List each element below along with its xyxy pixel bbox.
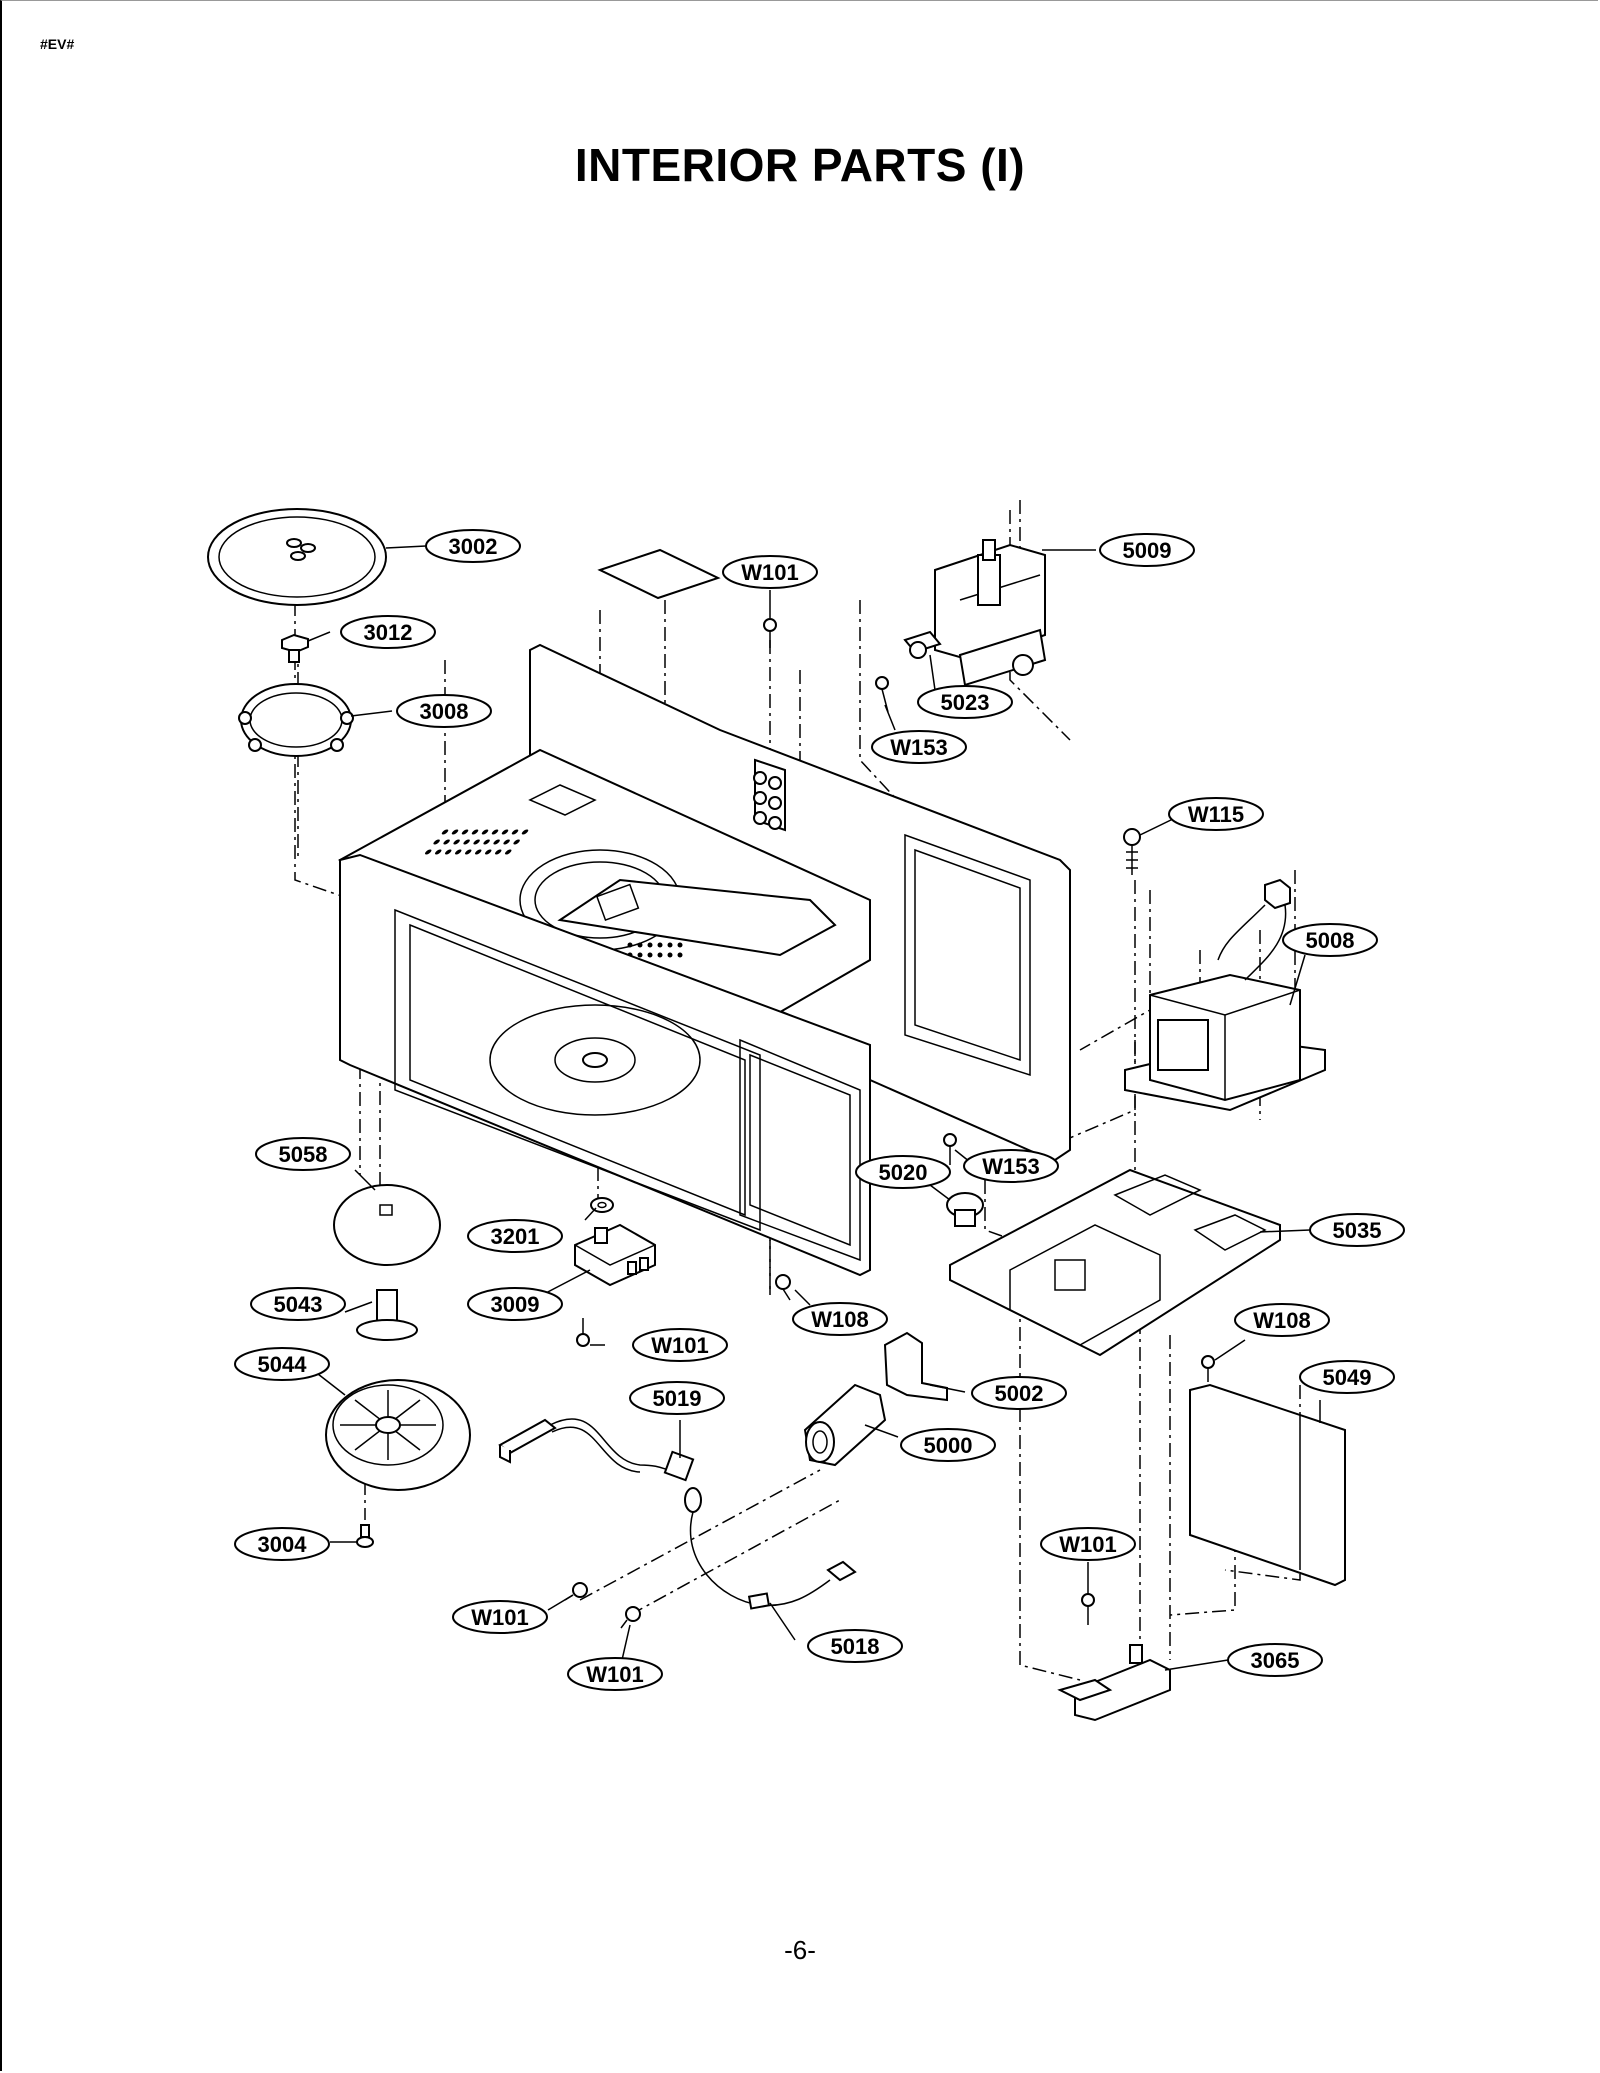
callout-3201: 3201 bbox=[467, 1219, 563, 1253]
callout-3009: 3009 bbox=[467, 1287, 563, 1321]
screw-w101-bottom-mid bbox=[620, 1606, 641, 1629]
leader-lines bbox=[307, 545, 1321, 1671]
turntable-motor-part bbox=[574, 1223, 656, 1287]
svg-text:3012: 3012 bbox=[364, 620, 413, 645]
svg-text:W101: W101 bbox=[471, 1605, 528, 1630]
capacitor-bracket-part bbox=[883, 1331, 948, 1402]
nut-part bbox=[356, 1524, 374, 1548]
transformer-part bbox=[1124, 878, 1326, 1112]
sensor-cable-part bbox=[684, 1487, 857, 1610]
svg-text:W101: W101 bbox=[741, 560, 798, 585]
callout-5049: 5049 bbox=[1299, 1360, 1395, 1394]
svg-text:5043: 5043 bbox=[274, 1292, 323, 1317]
callout-5044: 5044 bbox=[234, 1347, 330, 1381]
callout-w101-bottom-mid: W101 bbox=[567, 1657, 663, 1691]
callout-5035: 5035 bbox=[1309, 1213, 1405, 1247]
page-number: -6- bbox=[784, 1935, 816, 1965]
callout-w115: W115 bbox=[1168, 797, 1264, 831]
svg-text:5035: 5035 bbox=[1333, 1218, 1382, 1243]
callout-5009: 5009 bbox=[1099, 533, 1195, 567]
coupler-part bbox=[281, 633, 309, 663]
svg-text:W153: W153 bbox=[890, 735, 947, 760]
svg-text:W108: W108 bbox=[1253, 1308, 1310, 1333]
stirrer-fan-part bbox=[325, 1379, 471, 1491]
callout-5020: 5020 bbox=[855, 1155, 951, 1189]
svg-text:5023: 5023 bbox=[941, 690, 990, 715]
svg-text:3004: 3004 bbox=[258, 1532, 308, 1557]
callout-5043: 5043 bbox=[250, 1287, 346, 1321]
wire-harness-part bbox=[498, 1418, 695, 1482]
svg-text:5058: 5058 bbox=[279, 1142, 328, 1167]
magnetron-part bbox=[934, 539, 1047, 687]
glass-tray-part bbox=[207, 508, 387, 606]
screw-w101-top bbox=[763, 618, 777, 648]
callout-w101-top: W101 bbox=[722, 555, 818, 589]
callout-5002: 5002 bbox=[971, 1376, 1067, 1410]
callout-w101-bottom-left: W101 bbox=[452, 1600, 548, 1634]
svg-text:W101: W101 bbox=[651, 1333, 708, 1358]
svg-text:W101: W101 bbox=[1059, 1532, 1116, 1557]
support-bracket-part bbox=[1057, 1644, 1171, 1722]
svg-text:5008: 5008 bbox=[1306, 928, 1355, 953]
callout-5018: 5018 bbox=[807, 1629, 903, 1663]
callout-3004: 3004 bbox=[234, 1527, 330, 1561]
thermostat-part bbox=[946, 1192, 984, 1227]
callout-5058: 5058 bbox=[255, 1137, 351, 1171]
svg-text:W101: W101 bbox=[586, 1662, 643, 1687]
base-plate-part bbox=[949, 1168, 1281, 1357]
hv-capacitor-part bbox=[803, 1383, 887, 1467]
screw-w101-bottom-right bbox=[1081, 1593, 1095, 1625]
screw-w101-motor bbox=[576, 1318, 590, 1347]
callout-3002: 3002 bbox=[425, 529, 521, 563]
svg-text:3009: 3009 bbox=[491, 1292, 540, 1317]
callout-w108-left: W108 bbox=[792, 1302, 888, 1336]
svg-text:W108: W108 bbox=[811, 1307, 868, 1332]
svg-text:3065: 3065 bbox=[1251, 1648, 1300, 1673]
callout-3065: 3065 bbox=[1227, 1643, 1323, 1677]
screw-w108-right bbox=[1201, 1355, 1215, 1382]
callout-w101-bottom-right: W101 bbox=[1040, 1527, 1136, 1561]
svg-text:3201: 3201 bbox=[491, 1224, 540, 1249]
screw-w108-left bbox=[775, 1274, 791, 1301]
air-guide-part bbox=[1189, 1383, 1346, 1587]
stirrer-shaft-part bbox=[356, 1289, 418, 1341]
callout-w101-motor: W101 bbox=[632, 1328, 728, 1362]
header-code: #EV# bbox=[40, 36, 75, 52]
svg-text:5044: 5044 bbox=[258, 1352, 308, 1377]
callout-5000: 5000 bbox=[900, 1428, 996, 1462]
svg-text:5018: 5018 bbox=[831, 1634, 880, 1659]
svg-text:5000: 5000 bbox=[924, 1433, 973, 1458]
svg-text:W115: W115 bbox=[1188, 802, 1244, 827]
page-title: INTERIOR PARTS (I) bbox=[574, 139, 1026, 191]
callout-w153-top: W153 bbox=[871, 730, 967, 764]
svg-text:5020: 5020 bbox=[879, 1160, 928, 1185]
callout-3008: 3008 bbox=[396, 694, 492, 728]
screw-w153-mid bbox=[943, 1133, 957, 1165]
waveguide-cover-part bbox=[597, 548, 721, 600]
svg-text:3008: 3008 bbox=[420, 699, 469, 724]
stirrer-cover-part bbox=[333, 1184, 441, 1266]
svg-text:W153: W153 bbox=[982, 1154, 1039, 1179]
top-vent-holes bbox=[424, 829, 683, 958]
roller-ring-part bbox=[238, 683, 354, 757]
thermal-fuse-part bbox=[903, 630, 942, 659]
screw-w115 bbox=[1123, 828, 1141, 875]
callout-5023: 5023 bbox=[917, 685, 1013, 719]
svg-text:5009: 5009 bbox=[1123, 538, 1172, 563]
svg-text:5049: 5049 bbox=[1323, 1365, 1372, 1390]
callout-5019: 5019 bbox=[629, 1381, 725, 1415]
callout-w153-mid: W153 bbox=[963, 1149, 1059, 1183]
svg-text:5002: 5002 bbox=[995, 1381, 1044, 1406]
callout-3012: 3012 bbox=[340, 615, 436, 649]
svg-text:3002: 3002 bbox=[449, 534, 498, 559]
callout-5008: 5008 bbox=[1282, 923, 1378, 957]
svg-text:5019: 5019 bbox=[653, 1386, 702, 1411]
callout-w108-right: W108 bbox=[1234, 1303, 1330, 1337]
